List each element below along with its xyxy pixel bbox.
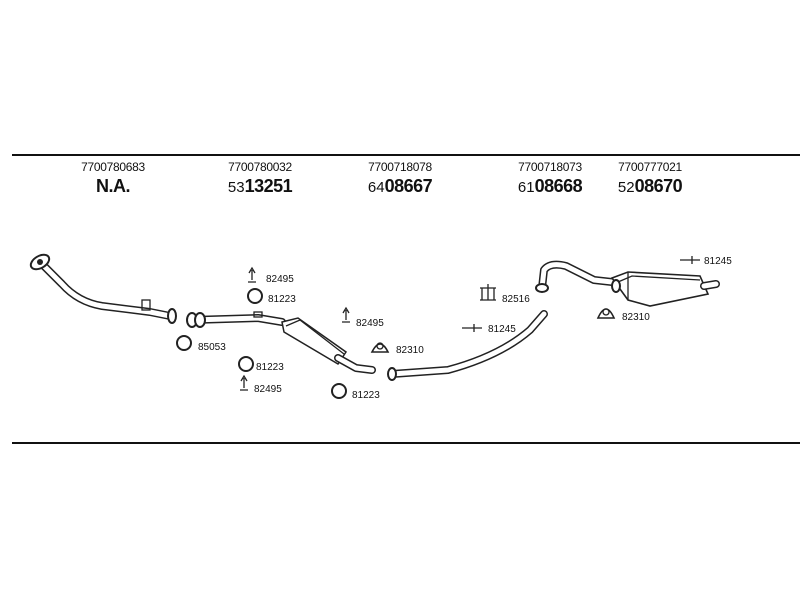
part-label: 82310 bbox=[396, 345, 424, 356]
part-label: 81245 bbox=[704, 256, 732, 267]
part-label: 81245 bbox=[488, 324, 516, 335]
oem-number: 7700780032 bbox=[228, 160, 292, 174]
part-header-front-pipe: 7700780683 N.A. bbox=[68, 160, 158, 197]
top-rule bbox=[12, 154, 800, 156]
ring-icon-a bbox=[247, 288, 263, 304]
hanger-icon bbox=[480, 284, 496, 301]
part-label: 82495 bbox=[356, 318, 384, 329]
part-header-front-silencer: 7700780032 5313251 bbox=[215, 160, 305, 197]
rear-pipe bbox=[535, 260, 616, 293]
clip-icon-b bbox=[342, 306, 350, 323]
front-silencer bbox=[186, 311, 376, 374]
bolt-icon-b bbox=[680, 256, 700, 264]
part-header-rear-silencer: 7700777021 5208670 bbox=[605, 160, 695, 197]
ref-number: N.A. bbox=[96, 176, 131, 196]
ref-number: 6408667 bbox=[367, 176, 433, 196]
front-pipe bbox=[29, 253, 177, 324]
part-label: 81223 bbox=[256, 362, 284, 373]
ref-number: 5313251 bbox=[227, 176, 293, 196]
part-label: 82495 bbox=[254, 384, 282, 395]
part-label: 82310 bbox=[622, 312, 650, 323]
ring-icon-c bbox=[331, 383, 347, 399]
clip-icon-c bbox=[240, 374, 248, 391]
oem-number: 7700718073 bbox=[518, 160, 582, 174]
part-label: 81223 bbox=[268, 294, 296, 305]
oem-number: 7700718078 bbox=[368, 160, 432, 174]
part-label: 81223 bbox=[352, 390, 380, 401]
clamp-icon-b bbox=[596, 308, 616, 319]
gasket-icon bbox=[176, 335, 192, 351]
oem-number: 7700780683 bbox=[81, 160, 145, 174]
clip-icon-a bbox=[248, 266, 256, 283]
clamp-icon-a bbox=[370, 342, 390, 353]
part-label: 85053 bbox=[198, 342, 226, 353]
bottom-rule bbox=[12, 442, 800, 444]
part-header-rear-pipe: 7700718073 6108668 bbox=[505, 160, 595, 197]
part-header-middle-pipe: 7700718078 6408667 bbox=[355, 160, 445, 197]
ref-number: 6108668 bbox=[517, 176, 583, 196]
ref-number: 5208670 bbox=[617, 176, 683, 196]
rear-silencer bbox=[610, 271, 720, 307]
part-label: 82495 bbox=[266, 274, 294, 285]
part-label: 82516 bbox=[502, 294, 530, 305]
bolt-icon-a bbox=[462, 324, 482, 332]
ring-icon-b bbox=[238, 356, 254, 372]
middle-pipe bbox=[387, 310, 548, 381]
oem-number: 7700777021 bbox=[618, 160, 682, 174]
